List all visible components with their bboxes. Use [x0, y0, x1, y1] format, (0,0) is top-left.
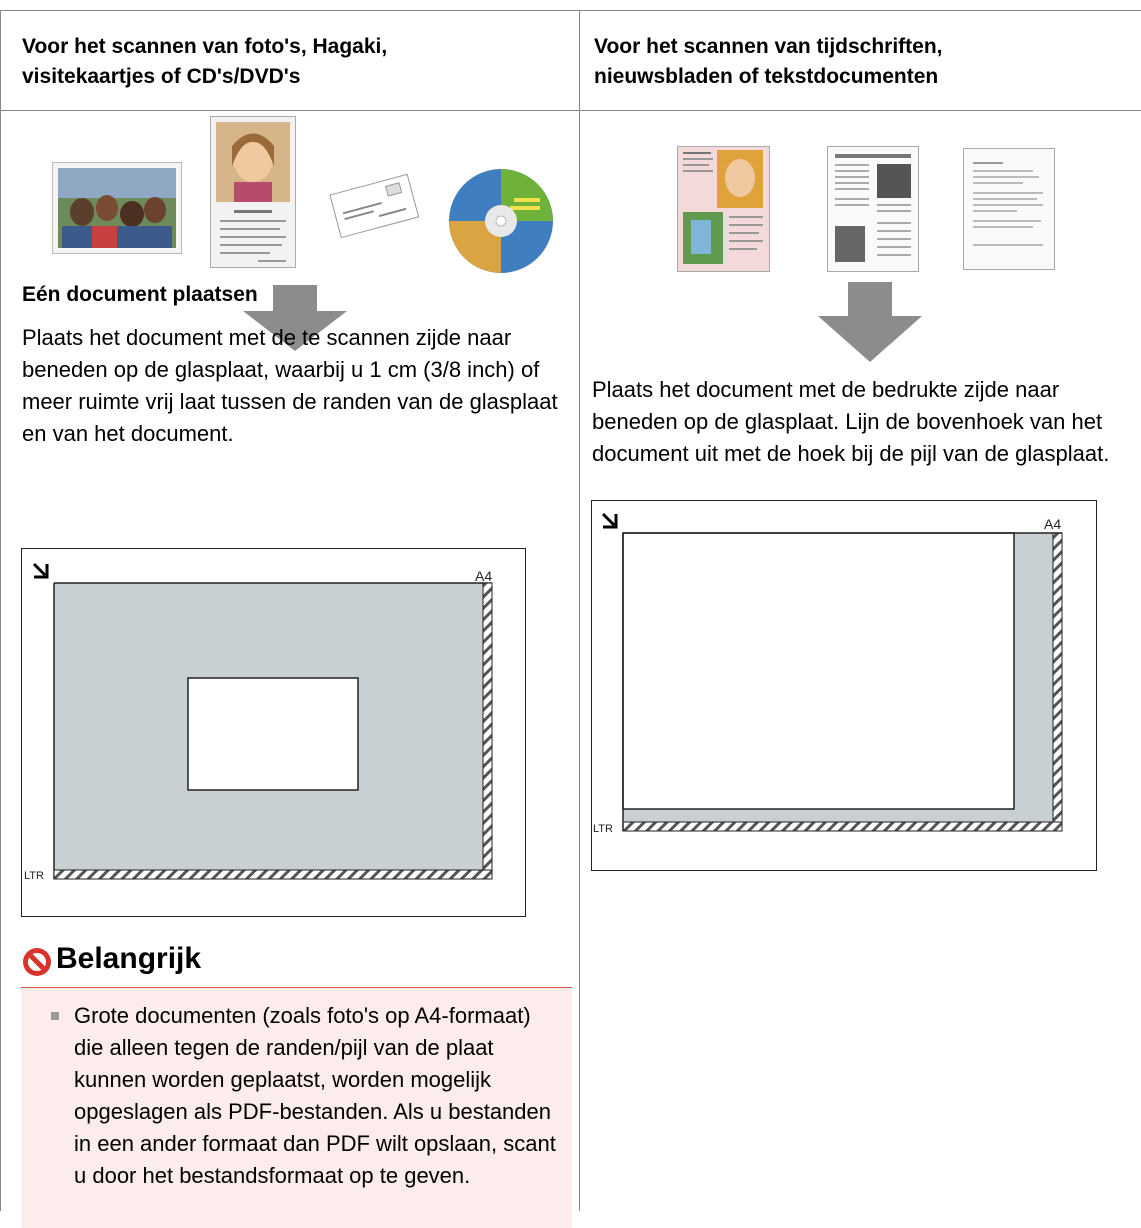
diagram-a4-label: A4: [1044, 516, 1061, 532]
down-arrow-icon: [243, 285, 347, 351]
diagram-ltr-label: LTR: [24, 870, 44, 882]
bullet-icon: [51, 1012, 59, 1020]
magazine-icon: [677, 146, 770, 272]
diagram-ltr-label: LTR: [593, 823, 613, 835]
business-card-icon: [329, 173, 420, 239]
photo-icon: [52, 162, 182, 254]
important-title: Belangrijk: [56, 942, 202, 975]
important-box: Grote documenten (zoals foto's op A4-for…: [21, 987, 572, 1228]
left-subheading: Eén document plaatsen: [22, 283, 258, 306]
single-document-placement-diagram: A4 LTR: [21, 548, 526, 917]
left-column-header: Voor het scannen van foto's, Hagaki, vis…: [22, 35, 388, 88]
left-instruction: Plaats het document met de te scannen zi…: [22, 325, 558, 446]
text-document-icon: [963, 148, 1055, 270]
important-notice: Belangrijk Grote documenten (zoals foto'…: [21, 942, 572, 1228]
right-column-header: Voor het scannen van tijdschriften, nieu…: [594, 35, 943, 88]
table-border-left: [0, 10, 1, 1211]
diagram-a4-label: A4: [475, 568, 492, 584]
newspaper-icon: [827, 146, 919, 272]
prohibited-icon: [23, 948, 51, 976]
large-document-placement-diagram: A4 LTR: [591, 500, 1097, 871]
important-text: Grote documenten (zoals foto's op A4-for…: [74, 1003, 556, 1188]
down-arrow-icon: [818, 282, 922, 362]
table-border-top: [0, 10, 1141, 11]
table-column-divider: [579, 10, 580, 1211]
table-header-divider: [0, 110, 1141, 111]
right-instruction: Plaats het document met de bedrukte zijd…: [592, 377, 1110, 466]
postcard-photo-icon: [210, 116, 296, 268]
cd-dvd-icon: [449, 169, 553, 273]
